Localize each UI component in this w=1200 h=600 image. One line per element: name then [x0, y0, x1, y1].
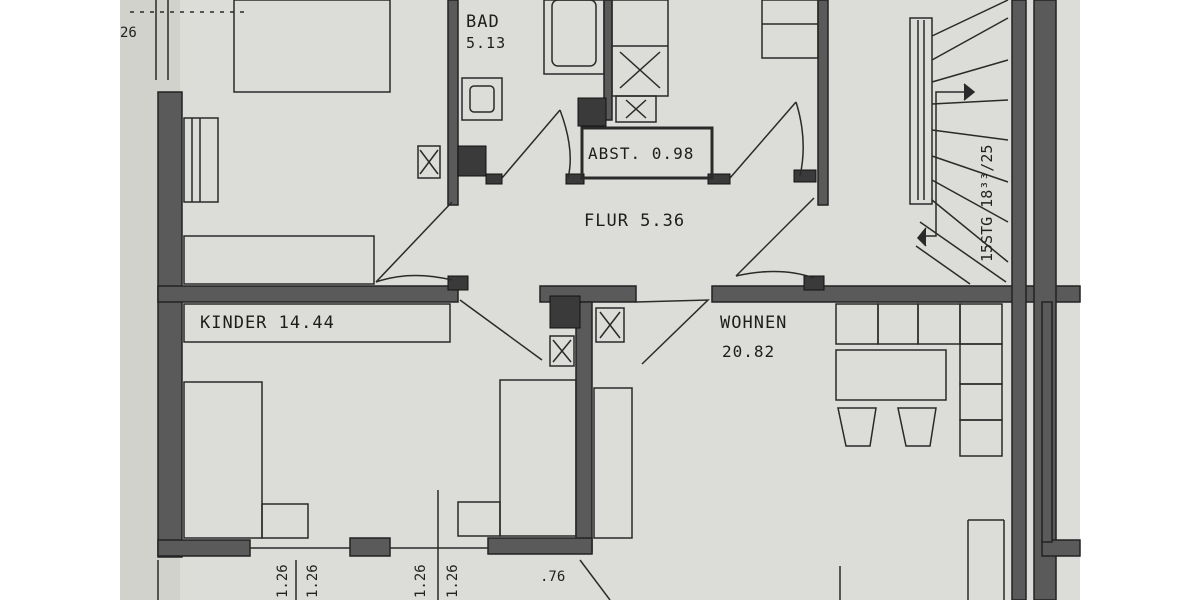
vent-top-room-x2 — [419, 149, 439, 175]
walls — [157, 0, 1081, 600]
shelf-7 — [959, 419, 1003, 457]
chair-2 — [897, 407, 937, 447]
bathtub — [543, 0, 605, 75]
stair-steps — [915, 0, 1009, 285]
wall-right-stub — [1041, 301, 1053, 543]
door-swing-kitchen — [729, 101, 797, 179]
stair-label: 15STG 18³³/25 — [978, 144, 996, 262]
kinder-shelf — [183, 303, 451, 343]
chair-1 — [837, 407, 877, 447]
kitchen-vent — [615, 95, 657, 123]
stair-step-8 — [931, 199, 1009, 263]
room-label-bad: BAD — [466, 12, 500, 32]
vent-top-room — [417, 145, 441, 179]
stair-arrow-head — [963, 83, 976, 101]
vent-wohnen-x2 — [599, 311, 621, 339]
kitchen-vent-x2 — [625, 99, 647, 119]
dimension-2: 1.26 — [305, 564, 321, 598]
door-swing-bad — [501, 109, 561, 179]
wall-right-lower — [1041, 539, 1081, 557]
kitchen-cabinet — [761, 0, 819, 59]
dining-table — [835, 349, 947, 401]
stair-arrow-tail — [916, 227, 927, 247]
vent-wohnen — [595, 307, 625, 343]
door-swing-wohnen — [635, 299, 710, 365]
door-swing-wohnen-top-arc — [735, 270, 815, 279]
desk-kinder-chair — [457, 501, 501, 537]
kitchen-hob-b — [619, 51, 661, 89]
stair-step-9 — [919, 221, 1007, 283]
stair-step-1 — [931, 0, 1009, 37]
post-left2 — [803, 275, 825, 291]
cabinet-top-left — [183, 117, 219, 203]
door-swing-top-room-arc — [375, 274, 453, 283]
wall-stair-right — [1011, 0, 1027, 600]
sink — [461, 77, 503, 121]
stair-step-3 — [931, 59, 1009, 83]
dimension-top-left: 26 — [120, 25, 137, 41]
room-label-kinder: KINDER 14.44 — [200, 313, 335, 333]
vent-kinder — [549, 335, 575, 367]
wall-bad-left — [447, 0, 459, 206]
room-label-flur: FLUR 5.36 — [584, 211, 686, 231]
shaft-abst — [577, 97, 607, 127]
stair-arrow-path — [920, 91, 970, 237]
bed-kinder-pillow — [261, 503, 309, 539]
wardrobe-top-room — [183, 235, 375, 285]
room-area-wohnen: 20.82 — [722, 342, 776, 361]
door-swing-kinder — [459, 299, 543, 361]
room-label-abst: ABST. 0.98 — [588, 144, 695, 163]
shaft-flur — [549, 295, 581, 329]
sink-inner — [469, 85, 495, 113]
wall-partition — [575, 301, 593, 553]
room-area-bad: 5.13 — [466, 34, 507, 52]
stair-step-7 — [931, 179, 1009, 223]
wall-bottom-left — [157, 539, 251, 557]
dimension-5: .76 — [540, 569, 566, 585]
bathtub-inner — [551, 0, 597, 67]
post-flur-left — [485, 173, 503, 185]
abst-box — [580, 126, 714, 180]
wall-kitchen-right — [817, 0, 829, 206]
stair-step-4 — [931, 99, 1009, 105]
wall-bottom-pillar — [349, 537, 391, 557]
stair-step-10 — [915, 245, 971, 285]
wardrobe-wohnen — [593, 387, 633, 539]
wall-bottom-mid — [487, 537, 593, 555]
dimension-1: 1.26 — [275, 564, 291, 598]
wall-kinder-top — [157, 285, 459, 303]
shelving — [835, 303, 1003, 457]
post-flur-right2 — [793, 169, 817, 183]
stair-step-2 — [931, 17, 1009, 61]
desk-kinder — [499, 379, 577, 537]
stair-rail — [909, 17, 933, 205]
door-swing-top-room — [375, 201, 453, 283]
door-swing-kitchen-arc — [795, 101, 804, 177]
vent-kinder-x2 — [552, 339, 572, 363]
room-label-wohnen: WOHNEN — [720, 313, 788, 333]
stair-step-5 — [931, 129, 1009, 141]
door-swing-bad-arc — [559, 109, 571, 179]
stair-step-6 — [931, 155, 1009, 183]
furniture — [130, 0, 1009, 600]
shaft-bad — [457, 145, 487, 177]
bed-kinder — [183, 381, 263, 539]
dim-line-4 — [579, 559, 611, 600]
dimension-4: 1.26 — [445, 564, 461, 598]
wall-left-outer — [157, 91, 183, 558]
post-left1 — [447, 275, 469, 291]
dimension-3: 1.26 — [413, 564, 429, 598]
bed-top — [233, 0, 391, 93]
door-swing-wohnen-top — [735, 197, 815, 277]
